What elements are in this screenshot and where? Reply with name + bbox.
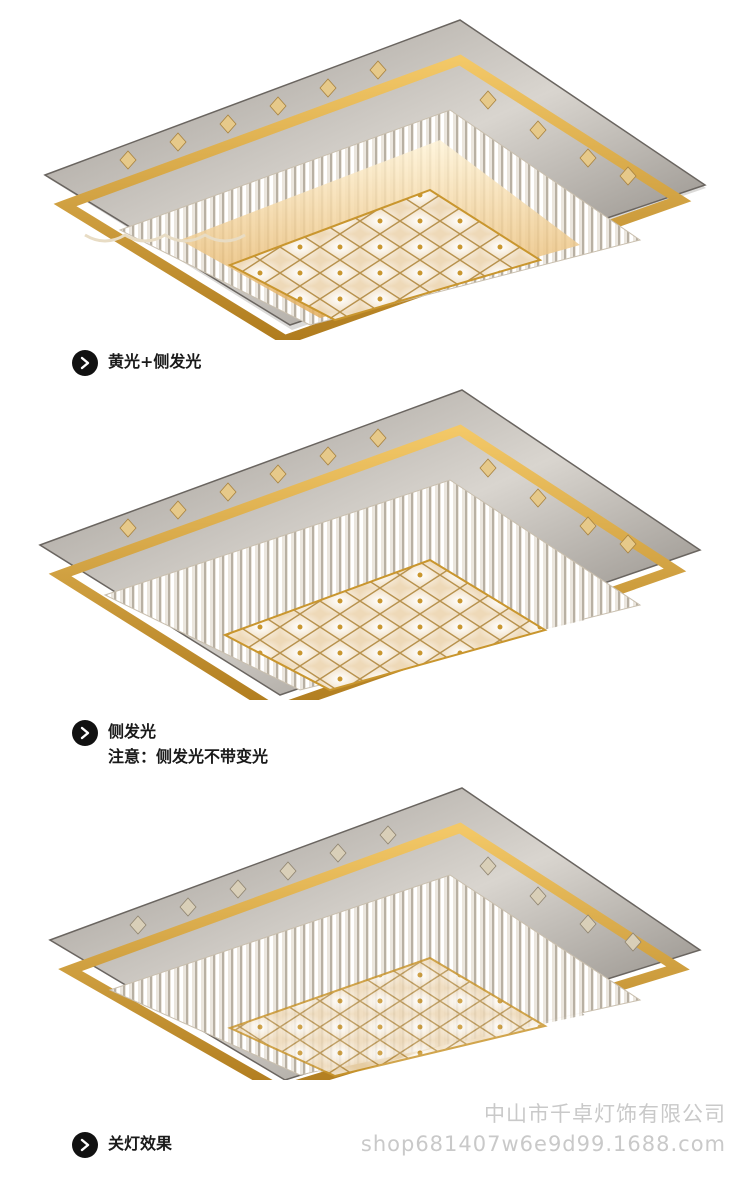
- chevron-right-icon: [72, 1132, 98, 1158]
- panel-caption: 黄光+侧发光: [108, 352, 202, 371]
- ceiling-lamp-light-off: [48, 787, 702, 1080]
- watermark-shop-url: shop681407w6e9d99.1688.com: [360, 1132, 726, 1156]
- ceiling-lamp-side-light: [38, 389, 702, 700]
- ceiling-lamp-yellow-side-light: [43, 19, 707, 340]
- chevron-right-icon: [72, 720, 98, 746]
- lamp-panel-3: 关灯效果 中山市千卓灯饰有限公司 shop681407w6e9d99.1688.…: [0, 780, 750, 1184]
- chevron-right-icon: [72, 350, 98, 376]
- watermark-company: 中山市千卓灯饰有限公司: [484, 1102, 726, 1126]
- panel-caption: 侧发光: [108, 722, 157, 741]
- lamp-panel-2: 侧发光 注意：侧发光不带变光: [0, 380, 750, 780]
- panel-caption: 关灯效果: [108, 1134, 173, 1153]
- lamp-panel-1: 黄光+侧发光: [0, 0, 750, 385]
- panel-note: 注意：侧发光不带变光: [108, 747, 269, 766]
